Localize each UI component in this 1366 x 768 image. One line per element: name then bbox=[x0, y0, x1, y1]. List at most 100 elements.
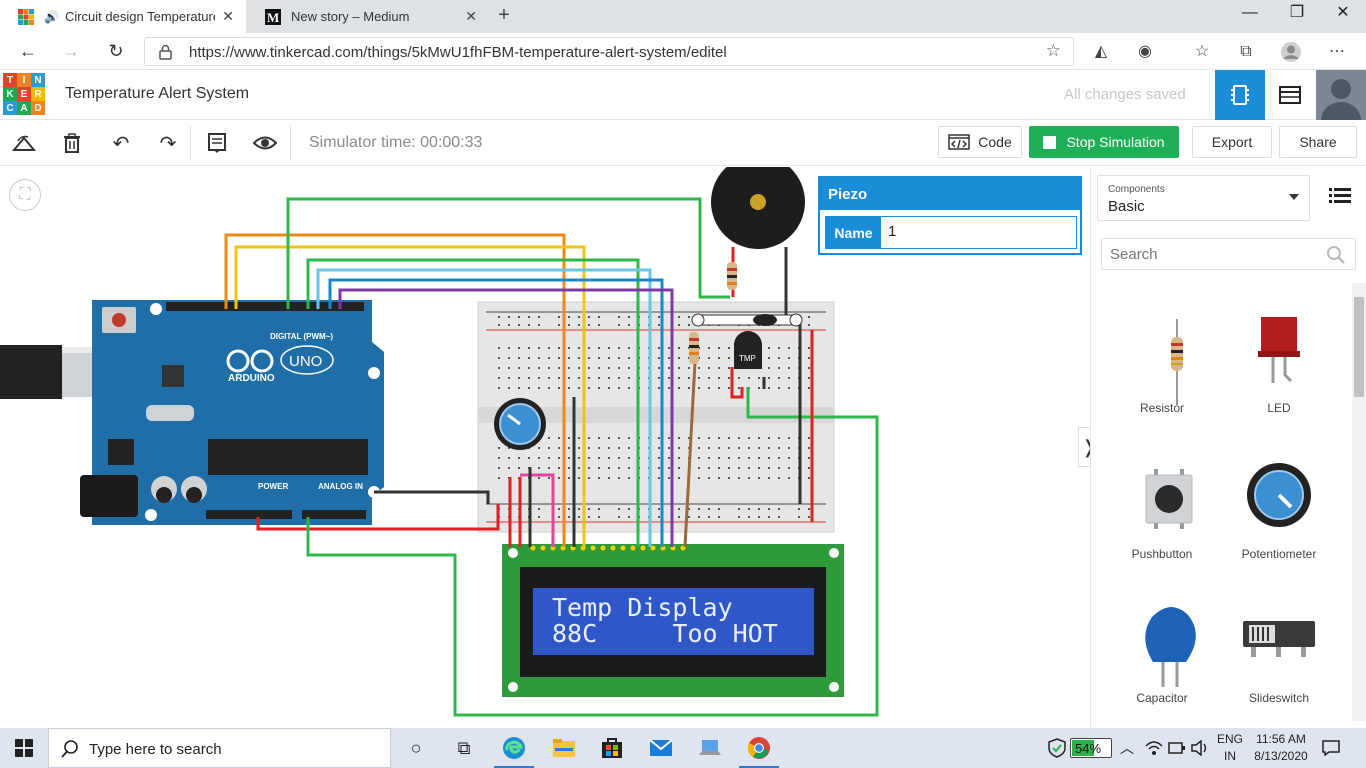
battery-indicator[interactable]: 54% bbox=[1070, 738, 1112, 758]
mail-icon[interactable] bbox=[637, 728, 685, 768]
favorites-icon[interactable]: ☆ bbox=[1194, 43, 1210, 60]
search-input[interactable] bbox=[1102, 239, 1312, 269]
logo-letter: E bbox=[17, 87, 31, 101]
close-tab-icon[interactable]: ✕ bbox=[465, 8, 477, 24]
tracking-icon[interactable]: ◭ bbox=[1094, 43, 1108, 60]
power-plug-icon[interactable] bbox=[1168, 728, 1186, 768]
component-name: LED bbox=[1267, 401, 1291, 415]
tmp36-sensor[interactable]: TMP bbox=[734, 331, 762, 369]
component-capacitor[interactable]: Capacitor bbox=[1107, 607, 1217, 737]
scrollbar-thumb[interactable] bbox=[1354, 297, 1364, 397]
delete-button[interactable] bbox=[59, 130, 85, 156]
rotate-button[interactable] bbox=[11, 130, 37, 156]
led-icon bbox=[1258, 317, 1300, 383]
code-button[interactable]: Code bbox=[938, 126, 1022, 158]
component-name: Resistor bbox=[1139, 401, 1184, 415]
chrome-icon[interactable] bbox=[735, 728, 783, 768]
close-window-button[interactable]: ✕ bbox=[1336, 4, 1350, 21]
start-button[interactable] bbox=[0, 728, 48, 768]
search-icon[interactable] bbox=[1327, 246, 1345, 264]
project-title[interactable]: Temperature Alert System bbox=[65, 85, 250, 102]
circuit-view-button[interactable] bbox=[1215, 70, 1265, 120]
audio-playing-icon[interactable]: 🔊 bbox=[44, 9, 59, 24]
back-button[interactable]: ← bbox=[19, 41, 37, 61]
more-menu-icon[interactable]: ⋯ bbox=[1329, 43, 1345, 60]
component-inspector: Piezo Name 1 bbox=[818, 176, 1082, 255]
undo-button[interactable]: ↶ bbox=[112, 132, 130, 155]
store-icon[interactable] bbox=[588, 728, 636, 768]
address-bar[interactable]: https://www.tinkercad.com/things/5kMwU1f… bbox=[144, 37, 1074, 66]
tab-title: New story – Medium bbox=[291, 9, 410, 24]
share-button[interactable]: Share bbox=[1279, 126, 1357, 158]
piezo-buzzer[interactable] bbox=[711, 167, 805, 297]
component-led[interactable]: LED bbox=[1224, 317, 1334, 447]
zoom-to-fit-button[interactable]: ⛶ bbox=[9, 179, 41, 211]
component-name: Slideswitch bbox=[1248, 691, 1310, 705]
resistor[interactable] bbox=[689, 332, 699, 364]
laptop-app-icon[interactable] bbox=[686, 728, 734, 768]
cortana-icon[interactable]: ○ bbox=[410, 737, 422, 758]
notifications-icon[interactable] bbox=[1322, 728, 1340, 768]
list-view-icon[interactable] bbox=[1329, 187, 1351, 205]
close-tab-icon[interactable]: ✕ bbox=[222, 8, 234, 24]
region-code: IN bbox=[1224, 749, 1236, 763]
browser-tab-strip: 🔊 Circuit design Temperature ✕ M New sto… bbox=[0, 0, 1366, 33]
name-input[interactable]: 1 bbox=[888, 223, 897, 240]
windows-taskbar: Type here to search ○ ⧉ 54% ︿ ENG IN 11:… bbox=[0, 728, 1366, 768]
resistor[interactable] bbox=[727, 262, 737, 290]
collapse-panel-button[interactable]: ❭ bbox=[1078, 427, 1090, 467]
schematic-view-button[interactable] bbox=[1265, 70, 1315, 120]
reload-button[interactable]: ↻ bbox=[108, 41, 124, 61]
breadboard-jumper-component[interactable] bbox=[691, 313, 803, 327]
file-explorer-icon[interactable] bbox=[540, 728, 588, 768]
favorite-star-icon[interactable]: ☆ bbox=[1045, 41, 1061, 60]
component-potentiometer[interactable]: Potentiometer bbox=[1224, 463, 1334, 593]
profile-icon[interactable] bbox=[1280, 41, 1302, 63]
component-name: Potentiometer bbox=[1241, 547, 1317, 561]
components-dropdown[interactable]: Components Basic bbox=[1097, 175, 1310, 221]
visibility-button[interactable] bbox=[252, 130, 278, 156]
logo-letter: R bbox=[31, 87, 45, 101]
taskbar-search-placeholder: Type here to search bbox=[89, 741, 222, 758]
taskbar-search[interactable]: Type here to search bbox=[48, 728, 391, 768]
forward-button[interactable]: → bbox=[62, 41, 80, 61]
show-hidden-icons-chevron-up-icon[interactable]: ︿ bbox=[1120, 740, 1134, 756]
edge-browser-icon[interactable] bbox=[490, 728, 538, 768]
stop-simulation-button[interactable]: Stop Simulation bbox=[1029, 126, 1179, 158]
component-pushbutton[interactable]: Pushbutton bbox=[1107, 463, 1217, 593]
component-resistor[interactable]: Resistor bbox=[1107, 317, 1217, 447]
minimize-button[interactable]: — bbox=[1242, 4, 1258, 21]
redo-button[interactable]: ↷ bbox=[159, 132, 177, 155]
lcd-line-2: 88C Too HOT bbox=[552, 619, 778, 648]
taskbar-clock[interactable]: 11:56 AM 8/13/2020 bbox=[1250, 731, 1312, 765]
user-avatar[interactable] bbox=[1316, 70, 1366, 120]
capacitor-icon bbox=[1145, 607, 1196, 687]
volume-icon[interactable] bbox=[1191, 728, 1209, 768]
wifi-icon[interactable] bbox=[1145, 728, 1163, 768]
panel-scrollbar[interactable] bbox=[1352, 283, 1366, 721]
component-slideswitch[interactable]: Slideswitch bbox=[1224, 607, 1334, 737]
chevron-down-icon bbox=[1289, 194, 1299, 200]
language-code: ENG bbox=[1216, 732, 1243, 746]
export-button[interactable]: Export bbox=[1192, 126, 1272, 158]
arduino-uno[interactable]: ARDUINO UNO DIGITAL (PWM~) POWER ANALOG … bbox=[80, 300, 384, 525]
component-name: Pushbutton bbox=[1131, 547, 1193, 561]
editor-toolbar: ↶ ↷ Simulator time: 00:00:33 Code Stop S… bbox=[0, 120, 1366, 166]
lcd-16x2[interactable]: Temp Display 88C Too HOT bbox=[502, 544, 844, 697]
potentiometer[interactable] bbox=[494, 398, 546, 450]
task-view-icon[interactable]: ⧉ bbox=[457, 737, 471, 758]
tmp-label: TMP bbox=[739, 354, 756, 363]
language-indicator[interactable]: ENG IN bbox=[1210, 731, 1250, 765]
extension-icon[interactable]: ◉ bbox=[1138, 43, 1152, 60]
security-icon[interactable] bbox=[1048, 728, 1066, 768]
new-tab-button[interactable]: + bbox=[498, 4, 510, 26]
tinkercad-logo[interactable]: T I N K E R C A D bbox=[3, 73, 45, 115]
logo-letter: A bbox=[17, 101, 31, 115]
tab-medium[interactable]: M New story – Medium ✕ bbox=[247, 0, 489, 33]
circuit-canvas[interactable]: ⛶ bbox=[0, 167, 1090, 728]
analog-header-label: ANALOG IN bbox=[318, 482, 363, 491]
tab-circuit-design[interactable]: 🔊 Circuit design Temperature ✕ bbox=[0, 0, 246, 33]
notes-button[interactable] bbox=[204, 130, 230, 156]
collections-icon[interactable]: ⧉ bbox=[1240, 43, 1252, 60]
restore-button[interactable]: ❐ bbox=[1289, 4, 1305, 21]
